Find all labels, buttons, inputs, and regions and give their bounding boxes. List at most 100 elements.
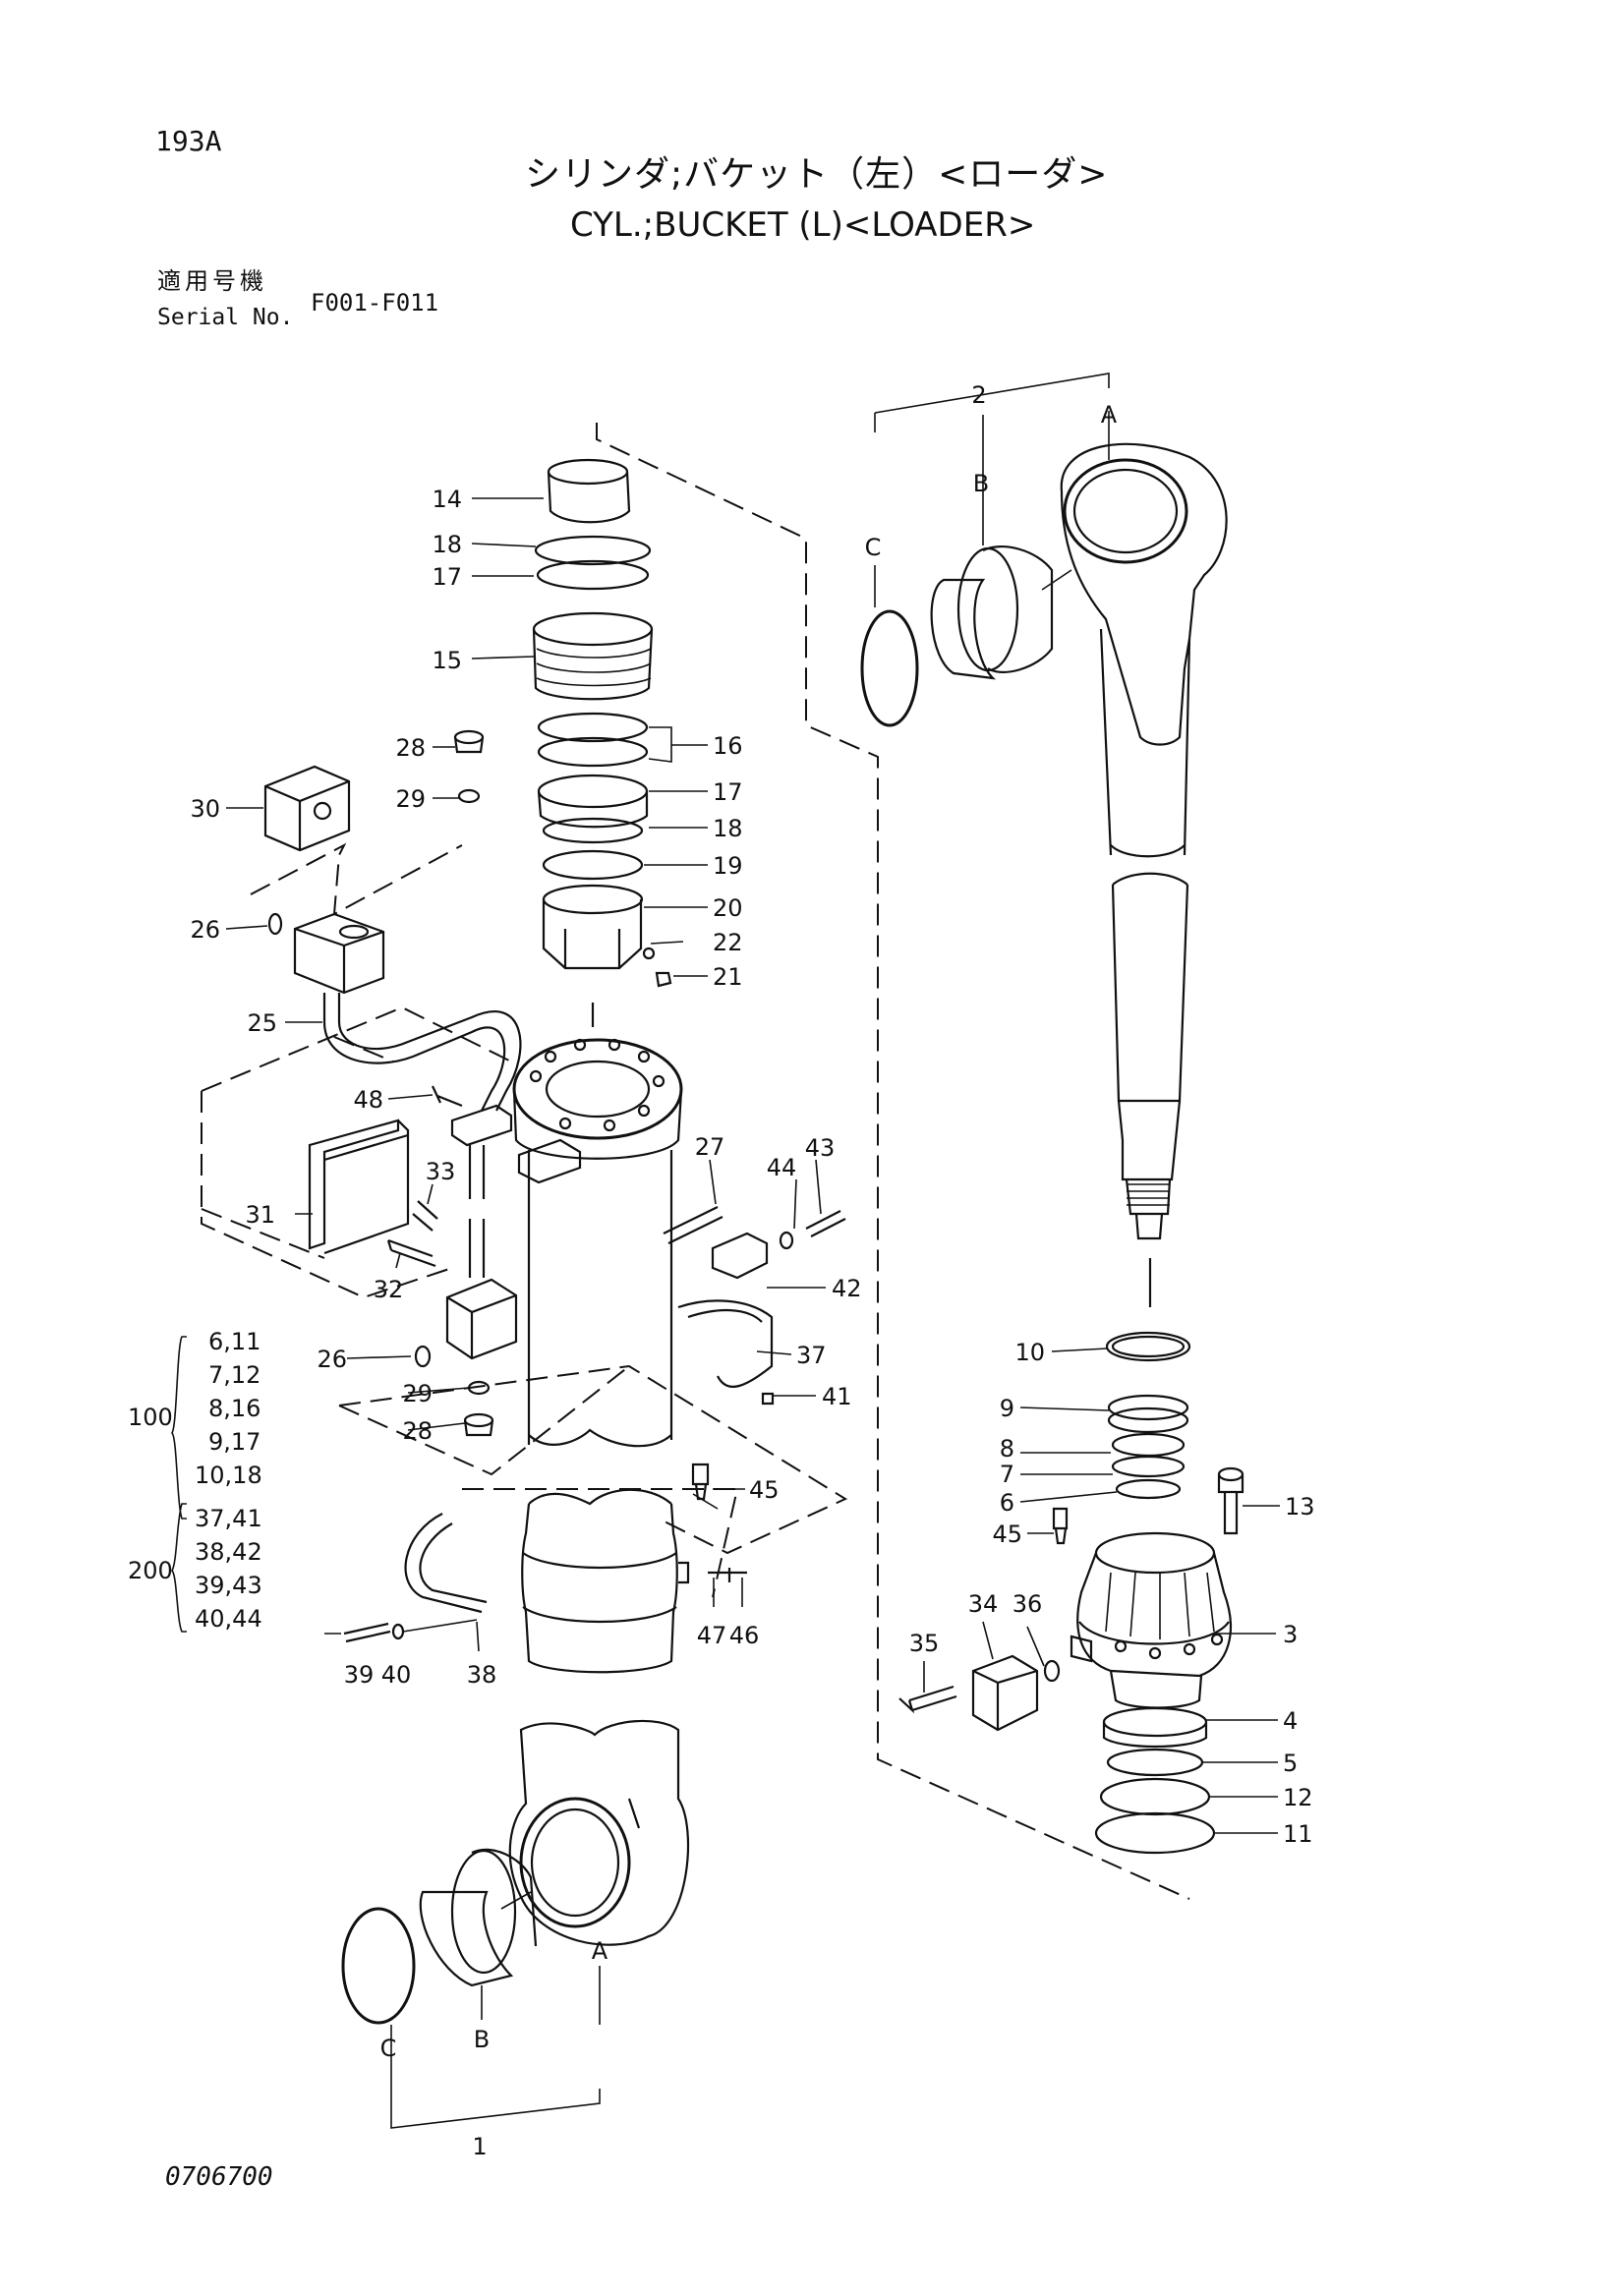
grease-fitting-45-left xyxy=(691,1463,710,1501)
callout-31: 31 xyxy=(245,1201,275,1229)
band-clamp-38 xyxy=(404,1513,488,1614)
page-id: 193A xyxy=(155,125,222,157)
kit-100-number: 100 xyxy=(128,1404,173,1431)
label-tube-B: B xyxy=(474,2026,490,2053)
bolt-35 xyxy=(898,1685,957,1714)
callout-22: 22 xyxy=(713,929,743,956)
label-rod-C: C xyxy=(865,534,882,561)
gland-stack xyxy=(532,458,654,970)
callout-42: 42 xyxy=(832,1275,862,1302)
bolt-39 xyxy=(343,1622,391,1643)
callout-20: 20 xyxy=(713,894,743,922)
callout-35: 35 xyxy=(909,1630,940,1657)
callout-34: 34 xyxy=(968,1590,999,1618)
callout-17-top: 17 xyxy=(432,563,462,591)
plug-28-lower xyxy=(463,1412,494,1437)
label-tube-C: C xyxy=(380,2035,397,2062)
plug-28-top xyxy=(453,729,485,754)
callout-13: 13 xyxy=(1285,1493,1315,1521)
callout-46: 46 xyxy=(729,1622,760,1649)
callout-10: 10 xyxy=(1014,1339,1045,1366)
assembly-boundary-lines xyxy=(201,423,1190,1900)
band-clamp-37 xyxy=(677,1299,774,1388)
nut-41 xyxy=(761,1392,775,1406)
callout-27: 27 xyxy=(695,1133,725,1161)
bolt-43 xyxy=(805,1210,846,1237)
callout-32: 32 xyxy=(374,1276,404,1303)
pipe-vertical xyxy=(468,1145,486,1278)
pipe-block-lower xyxy=(445,1278,518,1360)
kit-200-item: 40,44 xyxy=(195,1605,262,1633)
label-tube-A: A xyxy=(592,1937,608,1965)
callout-5: 5 xyxy=(1283,1750,1298,1777)
pipe-25 xyxy=(322,993,522,1112)
set-screw-21-22 xyxy=(642,947,672,988)
kit-100-item: 9,17 xyxy=(208,1428,260,1456)
bolt-13 xyxy=(1217,1466,1244,1535)
tube-end-snap-ring xyxy=(341,1907,416,2025)
callout-48: 48 xyxy=(353,1086,383,1114)
callout-14: 14 xyxy=(432,486,462,513)
flange-26-block xyxy=(293,912,385,995)
pipe-block-upper xyxy=(450,1104,582,1184)
kit-200-item: 38,42 xyxy=(195,1538,262,1566)
washer-44 xyxy=(779,1231,794,1250)
bolt-48 xyxy=(432,1085,463,1108)
kit-100-item: 10,18 xyxy=(195,1462,262,1489)
callout-43: 43 xyxy=(805,1134,836,1162)
kit-100-item: 6,11 xyxy=(208,1328,260,1355)
callout-4: 4 xyxy=(1283,1707,1298,1735)
rod-rings xyxy=(1105,1331,1191,1500)
callout-19: 19 xyxy=(713,852,743,880)
cylinder-tube xyxy=(512,1038,690,1674)
callout-26-top: 26 xyxy=(190,916,220,944)
callout-38: 38 xyxy=(467,1661,497,1689)
o-ring-36 xyxy=(1043,1659,1061,1683)
kit-200-item: 39,43 xyxy=(195,1572,262,1599)
kit-100: 100 6,11 7,12 8,16 9,17 10,18 xyxy=(128,1328,262,1489)
o-ring-29-top xyxy=(457,788,481,804)
callout-7: 7 xyxy=(1000,1461,1014,1488)
bolt-32 xyxy=(386,1238,436,1268)
o-ring-26-lower xyxy=(414,1345,432,1368)
callout-41: 41 xyxy=(822,1383,852,1410)
kit-200-number: 200 xyxy=(128,1557,173,1584)
callout-6: 6 xyxy=(1000,1489,1014,1517)
callout-44: 44 xyxy=(767,1154,797,1181)
callout-40: 40 xyxy=(381,1661,412,1689)
callout-45-right: 45 xyxy=(992,1521,1022,1548)
callout-15: 15 xyxy=(432,647,462,674)
callout-21: 21 xyxy=(713,963,743,991)
callout-8: 8 xyxy=(1000,1435,1014,1463)
bracket-31 xyxy=(308,1119,410,1255)
callout-2: 2 xyxy=(971,381,986,409)
grease-fitting-right xyxy=(1052,1507,1069,1545)
callout-25: 25 xyxy=(247,1009,277,1037)
piston-rod xyxy=(1060,442,1228,1240)
callout-37: 37 xyxy=(796,1342,827,1369)
centerline xyxy=(591,1003,1152,1307)
kit-100-item: 8,16 xyxy=(208,1395,260,1422)
rod-end-snap-ring xyxy=(860,609,919,727)
bolt-27 xyxy=(663,1206,723,1244)
bolt-33 xyxy=(412,1200,438,1232)
tube-end-eye xyxy=(508,1719,690,1946)
serial-range: F001-F011 xyxy=(311,289,439,316)
rod-end-bushing xyxy=(930,545,1054,680)
callout-26-lower: 26 xyxy=(317,1346,347,1373)
kit-200: 200 37,41 38,42 39,43 40,44 xyxy=(128,1505,262,1633)
callout-33: 33 xyxy=(426,1158,456,1185)
callout-36: 36 xyxy=(1012,1590,1043,1618)
callout-30: 30 xyxy=(190,795,220,823)
callout-39: 39 xyxy=(344,1661,375,1689)
callout-28-top: 28 xyxy=(395,734,426,762)
washer-40 xyxy=(391,1623,405,1640)
callout-18: 18 xyxy=(713,815,743,842)
drawing-code: 0706700 xyxy=(165,2162,273,2192)
valve-block-30 xyxy=(263,765,351,852)
title-japanese: シリンダ;バケット（左）<ローダ> xyxy=(525,154,1109,195)
bolt-46-47 xyxy=(708,1568,747,1582)
callout-45-left: 45 xyxy=(749,1476,780,1504)
label-rod-B: B xyxy=(973,470,989,497)
